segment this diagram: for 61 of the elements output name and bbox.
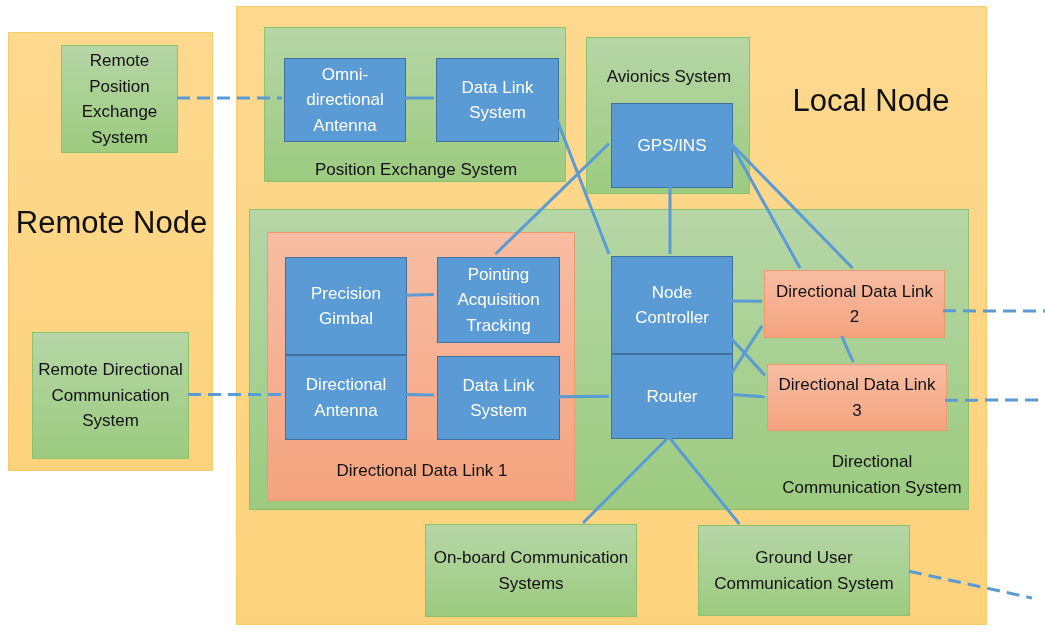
link-line xyxy=(403,292,435,297)
group-heading: Directional Data Link 1 xyxy=(335,460,509,482)
system-box xyxy=(32,332,189,459)
link-line xyxy=(555,119,611,255)
link-line xyxy=(581,435,670,525)
link-line xyxy=(729,142,854,270)
link-box xyxy=(764,270,945,338)
component-box xyxy=(285,355,407,440)
box-label: Router xyxy=(646,385,698,408)
box-label: Ground User Communication System xyxy=(713,547,895,595)
box-label: Directional Antenna xyxy=(304,374,388,422)
group-panel xyxy=(267,232,575,501)
link-line xyxy=(731,299,762,303)
box-label: On-board Communication Systems xyxy=(432,547,630,595)
group-panel xyxy=(264,27,566,182)
group-heading: Directional Communication System xyxy=(782,451,962,499)
dashed-link-line xyxy=(188,393,282,396)
link-line xyxy=(840,335,855,363)
box-label: Directional Data Link 2 xyxy=(775,280,934,328)
link-box xyxy=(767,364,947,431)
link-line xyxy=(729,325,764,375)
group-heading: Remote Node xyxy=(14,204,209,242)
component-box xyxy=(436,58,559,142)
component-box xyxy=(611,256,733,354)
box-label: Remote Directional Communication System xyxy=(37,359,184,433)
dashed-link-line xyxy=(177,96,282,100)
dashed-link-line xyxy=(908,569,1033,600)
group-heading: Position Exchange System xyxy=(313,159,519,181)
box-label: Data Link System xyxy=(460,76,535,124)
group-panel xyxy=(586,37,750,194)
group-heading: Avionics System xyxy=(605,66,733,88)
component-box xyxy=(611,103,733,188)
link-line xyxy=(494,142,611,256)
link-line xyxy=(729,337,767,377)
box-label: Remote Position Exchange System xyxy=(80,50,159,149)
box-label: Omni-directional Antenna xyxy=(305,63,385,137)
box-label: Data Link System xyxy=(461,374,536,422)
link-line xyxy=(667,436,741,525)
link-line xyxy=(557,394,609,399)
system-box xyxy=(61,45,178,153)
dashed-link-line xyxy=(943,309,1045,313)
box-label: Directional Data Link 3 xyxy=(777,374,937,422)
link-line xyxy=(403,393,435,397)
box-label: Node Controller xyxy=(634,281,710,329)
component-box xyxy=(437,356,560,440)
box-label: Precision Gimbal xyxy=(310,282,382,330)
region-panel xyxy=(236,6,987,625)
group-heading: Local Node xyxy=(791,82,951,120)
link-line xyxy=(668,186,672,254)
system-box xyxy=(425,524,637,617)
region-panel xyxy=(8,32,213,471)
box-label: GPS/INS xyxy=(637,134,707,157)
group-panel xyxy=(249,209,969,510)
component-box xyxy=(611,354,733,439)
link-line xyxy=(404,96,434,100)
system-box xyxy=(698,525,910,616)
box-label: Pointing Acquisition Tracking xyxy=(456,263,541,337)
component-box xyxy=(437,257,560,343)
component-box xyxy=(284,58,406,142)
link-line xyxy=(730,393,766,399)
component-box xyxy=(285,257,407,355)
